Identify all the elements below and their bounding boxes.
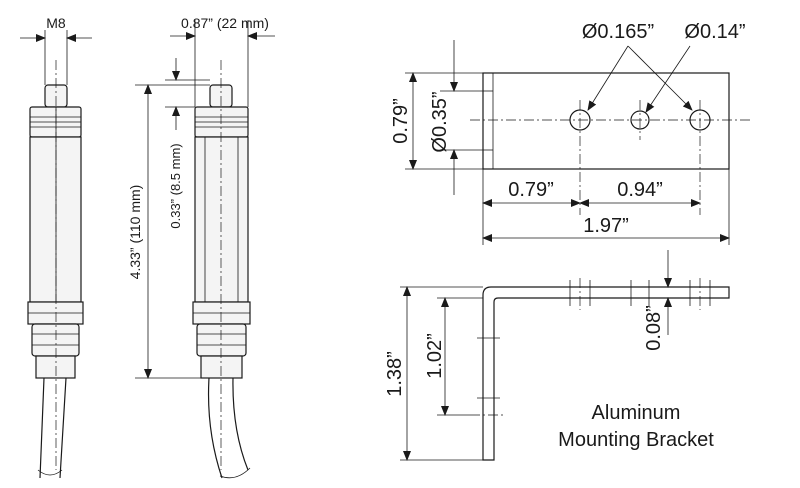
thickness-label: 0.08” bbox=[643, 305, 665, 351]
hole-large-label: Ø0.165” bbox=[582, 21, 654, 43]
sensor-front-view: M8 bbox=[20, 15, 92, 479]
bracket-caption-line2: Mounting Bracket bbox=[558, 429, 714, 451]
bracket-height-label: 0.79” bbox=[390, 98, 412, 144]
length-label: 4.33” (110 mm) bbox=[127, 185, 143, 280]
hole-small-label: Ø0.14” bbox=[684, 21, 745, 43]
inner-height-label: 1.02” bbox=[424, 333, 446, 379]
hole-spacing-label: 0.94” bbox=[617, 179, 663, 201]
thread-size-label: M8 bbox=[46, 15, 66, 31]
bracket-top-view: Ø0.165” Ø0.14” 0.79” Ø0.35” 0.79” 0.94” … bbox=[390, 21, 752, 245]
total-width-label: 1.97” bbox=[583, 215, 629, 237]
hole-small-middle bbox=[630, 110, 650, 130]
width-label: 0.87” (22 mm) bbox=[181, 15, 269, 31]
bracket-caption-line1: Aluminum bbox=[592, 402, 681, 424]
bracket-side-view: 1.38” 1.02” 0.08” Aluminum Mounting Brac… bbox=[384, 250, 730, 461]
sensor-side-view: 0.87” (22 mm) 4.33” (110 mm) 0.33” (8.5 … bbox=[127, 15, 275, 479]
offset-label: 0.33” (8.5 mm) bbox=[168, 143, 183, 228]
total-height-label: 1.38” bbox=[384, 351, 406, 397]
left-offset-label: 0.79” bbox=[508, 179, 554, 201]
hole-center-label: Ø0.35” bbox=[429, 91, 451, 152]
